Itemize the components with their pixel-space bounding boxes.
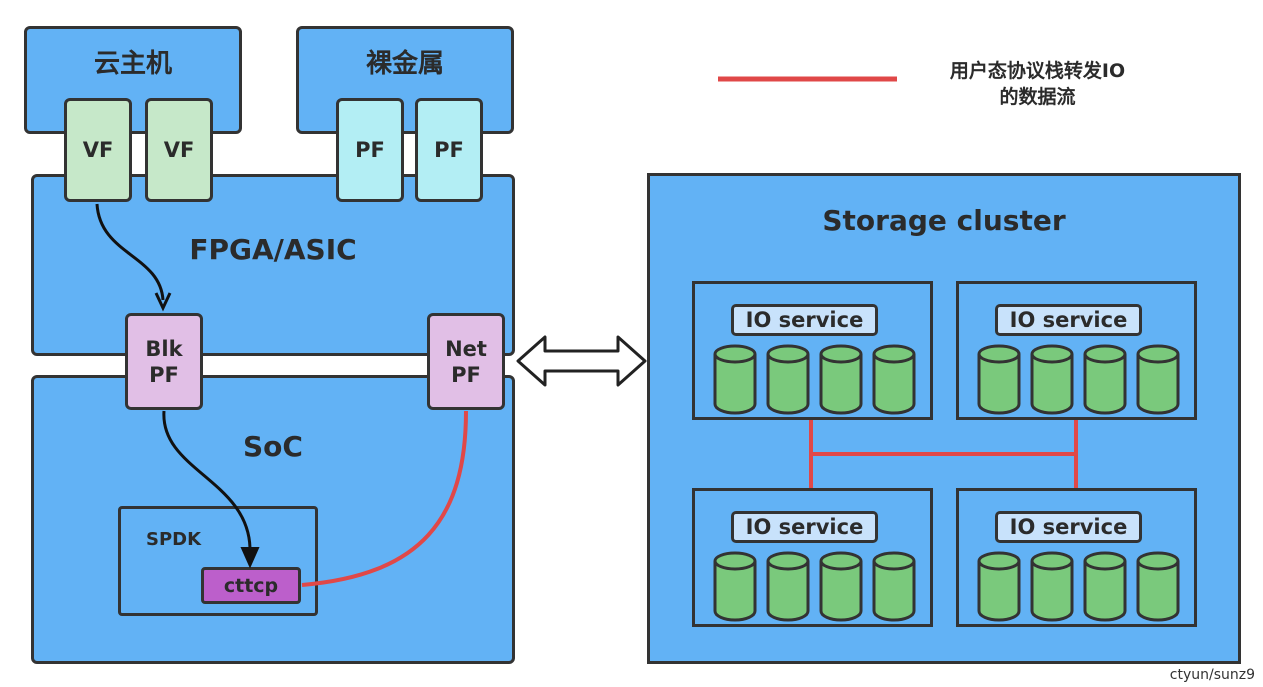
disk-cylinder-icon <box>977 551 1021 622</box>
storage-node: IO service <box>692 281 933 420</box>
cloud-host-label: 云主机 <box>93 49 172 79</box>
credit-watermark: ctyun/sunz9 <box>1169 667 1255 683</box>
vf-chip-2: VF <box>145 98 213 202</box>
io-service-label: IO service <box>731 304 878 336</box>
blk-pf-chip: Blk PF <box>125 313 203 410</box>
disk-cylinder-icon <box>713 551 757 622</box>
pf-chip-1: PF <box>336 98 404 202</box>
disk-cylinder-icon <box>1030 344 1074 415</box>
spdk-box: SPDK <box>118 506 318 616</box>
legend-label: 用户态协议栈转发IO 的数据流 <box>949 60 1126 108</box>
disk-cylinder-icon <box>872 344 916 415</box>
io-service-label: IO service <box>731 511 878 543</box>
storage-node: IO service <box>692 488 933 627</box>
disk-cylinder-icon <box>766 344 810 415</box>
cloud-host-box: 云主机 <box>24 26 242 134</box>
vf-to-blk-flow-arrow <box>95 203 165 301</box>
disk-cylinder-icon <box>713 344 757 415</box>
fpga-asic-label: FPGA/ASIC <box>189 233 357 266</box>
disk-cylinder-icon <box>1083 344 1127 415</box>
disk-cylinder-icon <box>1136 344 1180 415</box>
cttcp-chip: cttcp <box>201 567 301 604</box>
bidirectional-arrow-icon <box>516 335 647 387</box>
disk-cylinder-icon <box>872 551 916 622</box>
vf-chip-1: VF <box>64 98 132 202</box>
net-pf-chip: Net PF <box>427 313 505 410</box>
bare-metal-label: 裸金属 <box>365 49 444 79</box>
disk-cylinder-icon <box>819 344 863 415</box>
storage-node: IO service <box>956 488 1197 627</box>
cttcp-to-netpf-dataflow <box>301 410 468 587</box>
soc-box: SoC SPDK <box>31 375 515 664</box>
vf-to-blk-arrowhead <box>154 292 172 312</box>
pf-chip-2: PF <box>415 98 483 202</box>
disk-cylinder-icon <box>819 551 863 622</box>
blk-to-cttcp-flow-arrow <box>162 410 252 549</box>
spdk-label: SPDK <box>146 529 202 550</box>
io-service-label: IO service <box>995 304 1142 336</box>
soc-label: SoC <box>243 430 303 463</box>
io-service-label: IO service <box>995 511 1142 543</box>
disk-cylinder-icon <box>766 551 810 622</box>
storage-node: IO service <box>956 281 1197 420</box>
disk-cylinder-icon <box>1030 551 1074 622</box>
storage-interconnect-line <box>809 420 1078 488</box>
disk-cylinder-icon <box>1136 551 1180 622</box>
blk-to-cttcp-arrowhead <box>240 547 260 569</box>
disk-cylinder-icon <box>977 344 1021 415</box>
disk-cylinder-icon <box>1083 551 1127 622</box>
storage-cluster-label: Storage cluster <box>822 204 1066 237</box>
